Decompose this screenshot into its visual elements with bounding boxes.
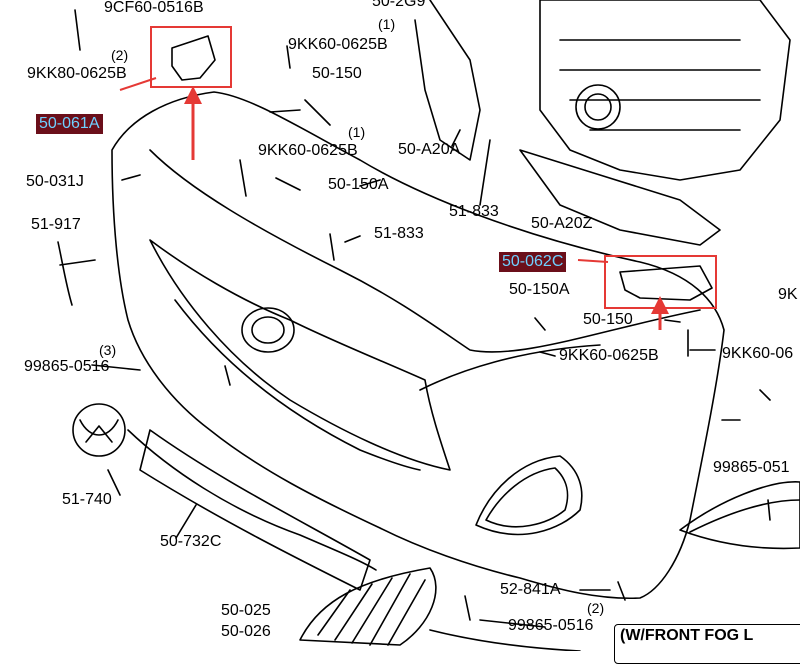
bumper-fascia	[111, 91, 725, 600]
part-label-50-026[interactable]: 50-026	[221, 623, 271, 640]
fog-note-frame	[614, 624, 800, 664]
part-label-50-a20z[interactable]: 50-A20Z	[531, 215, 593, 232]
reinforcement	[539, 0, 791, 181]
part-label-9k[interactable]: 9K	[778, 286, 798, 303]
callout-box-50-062c	[604, 255, 717, 309]
qty-label: (3)	[99, 342, 117, 358]
part-label-50-150a[interactable]: 50-150A	[509, 281, 570, 298]
fog-grille-lower	[299, 567, 437, 646]
part-label-50-025[interactable]: 50-025	[221, 602, 271, 619]
part-label-50-031j[interactable]: 50-031J	[26, 173, 84, 190]
part-label-51-740[interactable]: 51-740	[62, 491, 112, 508]
front-emblem	[72, 403, 126, 457]
qty-label: (1)	[348, 124, 366, 140]
qty-label: (2)	[111, 47, 129, 63]
part-label-51-833[interactable]: 51-833	[374, 225, 424, 242]
fog-bezel-right	[475, 455, 583, 536]
part-label-51-833[interactable]: 51-833	[449, 203, 499, 220]
qty-label: (1)	[378, 16, 396, 32]
part-label-9kk80-0625b[interactable]: 9KK80-0625B	[27, 65, 127, 82]
part-label-50-062c[interactable]: 50-062C	[499, 252, 567, 272]
part-label-50-a20a[interactable]: 50-A20A	[398, 141, 461, 158]
part-label-50-150a[interactable]: 50-150A	[328, 176, 389, 193]
part-label-9kk60-0625b[interactable]: 9KK60-0625B	[288, 36, 388, 53]
grille-opening	[149, 239, 451, 471]
part-label-50-732c[interactable]: 50-732C	[160, 533, 222, 550]
part-label-51-917[interactable]: 51-917	[31, 216, 81, 233]
part-label-99865-051[interactable]: 99865-051	[713, 459, 790, 476]
part-label-9cf60-0516b[interactable]: 9CF60-0516B	[104, 0, 204, 16]
part-label-9kk60-0625b[interactable]: 9KK60-0625B	[559, 347, 659, 364]
part-label-50-2g9[interactable]: 50-2G9	[372, 0, 426, 10]
part-label-9kk60-06[interactable]: 9KK60-06	[722, 345, 794, 362]
callout-box-50-061a	[150, 26, 232, 88]
part-label-9kk60-0625b[interactable]: 9KK60-0625B	[258, 142, 358, 159]
part-label-52-841a[interactable]: 52-841A	[500, 581, 561, 598]
part-label-99865-0516[interactable]: 99865-0516	[24, 358, 110, 375]
part-label-50-150[interactable]: 50-150	[312, 65, 362, 82]
part-label-50-150[interactable]: 50-150	[583, 311, 633, 328]
part-label-99865-0516[interactable]: 99865-0516	[508, 617, 594, 634]
part-label-50-061a[interactable]: 50-061A	[36, 114, 103, 134]
fog-lamp-note: (W/FRONT FOG L	[620, 627, 754, 644]
qty-label: (2)	[587, 600, 605, 616]
